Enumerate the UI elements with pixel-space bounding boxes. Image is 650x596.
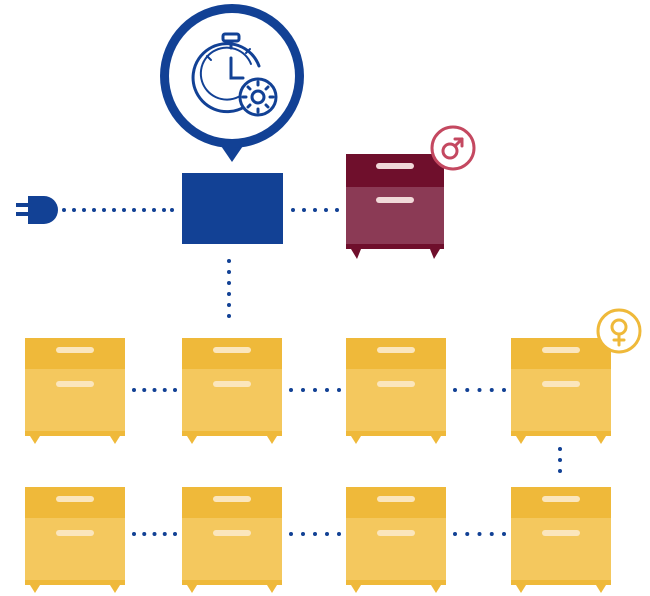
male-cabinet	[346, 154, 444, 259]
female-cabinet-r1-c4	[511, 338, 611, 444]
connector-plug-to-controller	[62, 208, 174, 212]
female-cabinet-r2-c2	[182, 487, 282, 593]
female-symbol-icon	[596, 308, 642, 354]
connector-r1-c2	[289, 388, 341, 392]
female-cabinet-grid	[25, 338, 611, 593]
female-cabinet-r2-c1	[25, 487, 125, 593]
controller-box	[182, 173, 283, 244]
connector-controller-to-male	[291, 208, 339, 212]
male-symbol-icon	[430, 125, 476, 171]
power-plug-icon	[16, 196, 58, 224]
timer-bubble	[160, 4, 304, 162]
connector-r2-c3	[453, 532, 506, 536]
female-cabinet-r1-c1	[25, 338, 125, 444]
female-cabinet-r2-c4	[511, 487, 611, 593]
connector-r1-c1	[132, 388, 177, 392]
connector-r2-c1	[132, 532, 177, 536]
female-cabinet-r2-c3	[346, 487, 446, 593]
stopwatch-gear-icon	[191, 32, 278, 117]
connector-controller-to-grid	[227, 259, 231, 318]
female-cabinet-r1-c2	[182, 338, 282, 444]
connector-r2-c2	[289, 532, 341, 536]
connector-row-link	[558, 447, 562, 473]
female-cabinet-r1-c3	[346, 338, 446, 444]
connector-r1-c3	[453, 388, 506, 392]
